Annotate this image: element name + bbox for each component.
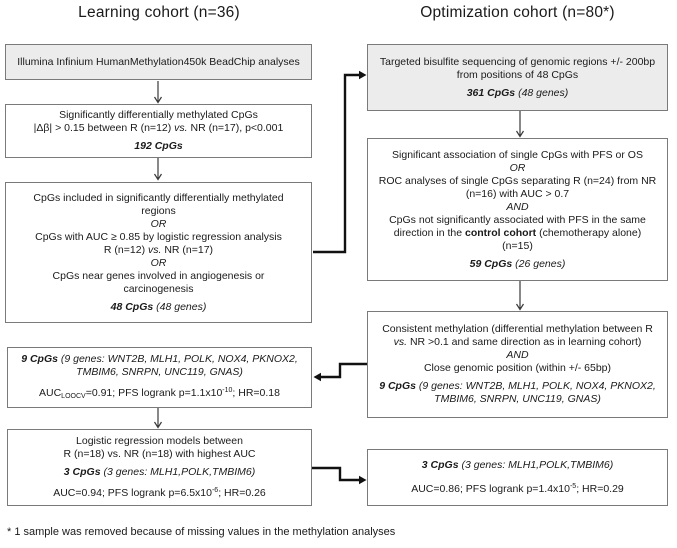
stats-line: AUCLOOCV=0.91; PFS logrank p=1.1x10-10; … <box>39 386 280 400</box>
box-text: |Δβ| > 0.15 between R (n=12) vs. NR (n=1… <box>33 122 284 134</box>
arrow-down-l4-l5 <box>153 408 163 429</box>
cpg-count: 192 CpGs <box>134 140 183 152</box>
box-logistic-regression: Logistic regression models between R (n=… <box>7 429 312 506</box>
box-text: R (n=12) vs. NR (n=17) <box>103 243 214 256</box>
box-consistent-methylation: Consistent methylation (differential met… <box>367 311 668 418</box>
and-operator: AND <box>506 200 529 213</box>
box-beadchip-analyses: Illumina Infinium HumanMethylation450k B… <box>5 44 312 80</box>
cpg-count-genes: 9 CpGs (9 genes: WNT2B, MLH1, POLK, NOX4… <box>21 352 298 365</box>
box-text: CpGs included in significantly different… <box>33 191 284 204</box>
box-text: CpGs near genes involved in angiogenesis… <box>52 269 265 282</box>
cpg-count: 48 CpGs (48 genes) <box>110 300 207 313</box>
connector-r3-to-l4 <box>321 362 367 379</box>
box-text: regions <box>141 204 176 217</box>
cpg-count-genes: 3 CpGs (3 genes: MLH1,POLK,TMBIM6) <box>421 459 614 471</box>
box-text: from positions of 48 CpGs <box>456 68 579 81</box>
arrow-down-r2-r3 <box>515 281 525 311</box>
or-operator: OR <box>150 217 167 230</box>
box-text: Significantly differentially methylated … <box>59 109 258 121</box>
box-text: Illumina Infinium HumanMethylation450k B… <box>17 55 300 68</box>
box-text: Targeted bisulfite sequencing of genomic… <box>379 55 656 68</box>
cpg-count: 59 CpGs (26 genes) <box>469 257 566 270</box>
stats-line: AUC=0.86; PFS logrank p=1.4x10-5; HR=0.2… <box>411 483 624 495</box>
box-text: Logistic regression models between <box>76 435 243 447</box>
and-operator: AND <box>506 349 529 361</box>
gene-list: TMBIM6, SNRPN, UNC119, GNAS) <box>434 393 601 405</box>
cpg-count-genes: 3 CpGs (3 genes: MLH1,POLK,TMBIM6) <box>63 466 256 478</box>
box-text: (n=15) <box>502 239 533 252</box>
box-3cpgs-optimization: 3 CpGs (3 genes: MLH1,POLK,TMBIM6) AUC=0… <box>367 449 668 506</box>
box-9cpgs-learning: 9 CpGs (9 genes: WNT2B, MLH1, POLK, NOX4… <box>7 347 312 408</box>
arrowhead-to-l4 <box>313 372 321 382</box>
arrowhead-to-r1 <box>359 70 367 80</box>
box-text: Consistent methylation (differential met… <box>382 323 653 335</box>
box-bisulfite-sequencing: Targeted bisulfite sequencing of genomic… <box>367 44 668 111</box>
box-text: carcinogenesis <box>123 282 194 295</box>
stats-line: AUC=0.94; PFS logrank p=6.5x10-6; HR=0.2… <box>53 487 266 499</box>
box-cpg-selection-criteria: CpGs included in significantly different… <box>5 182 312 323</box>
connector-l3-to-r1 <box>313 73 359 254</box>
arrow-down-l2-l3 <box>153 158 163 181</box>
box-text: Close genomic position (within +/- 65bp) <box>423 362 612 374</box>
box-single-cpg-association: Significant association of single CpGs w… <box>367 138 668 281</box>
box-text: CpGs with AUC ≥ 0.85 by logistic regress… <box>35 230 282 243</box>
box-text: (n=16) with AUC > 0.7 <box>465 187 570 200</box>
connector-l5-to-r4 <box>312 466 359 482</box>
cpg-count: 361 CpGs (48 genes) <box>466 86 569 99</box>
box-text: R (n=18) vs. NR (n=18) with highest AUC <box>63 448 256 460</box>
learning-cohort-title: Learning cohort (n=36) <box>78 4 240 21</box>
arrow-down-l1-l2 <box>153 81 163 104</box>
box-text: CpGs not significantly associated with P… <box>389 213 646 226</box>
box-text: Significant association of single CpGs w… <box>392 148 643 161</box>
box-differentially-methylated-cpgs: Significantly differentially methylated … <box>5 104 312 158</box>
box-text: vs. NR >0.1 and same direction as in lea… <box>393 336 642 348</box>
arrow-down-r1-r2 <box>515 111 525 138</box>
or-operator: OR <box>150 256 167 269</box>
footnote: * 1 sample was removed because of missin… <box>7 526 396 538</box>
optimization-cohort-title: Optimization cohort (n=80*) <box>420 4 615 21</box>
or-operator: OR <box>509 161 526 174</box>
box-text: ROC analyses of single CpGs separating R… <box>378 174 657 187</box>
arrowhead-to-r4 <box>359 475 367 485</box>
gene-list: TMBIM6, SNRPN, UNC119, GNAS) <box>76 365 243 378</box>
cpg-count-genes: 9 CpGs (9 genes: WNT2B, MLH1, POLK, NOX4… <box>379 380 656 392</box>
box-text: direction in the control cohort (chemoth… <box>393 226 642 239</box>
